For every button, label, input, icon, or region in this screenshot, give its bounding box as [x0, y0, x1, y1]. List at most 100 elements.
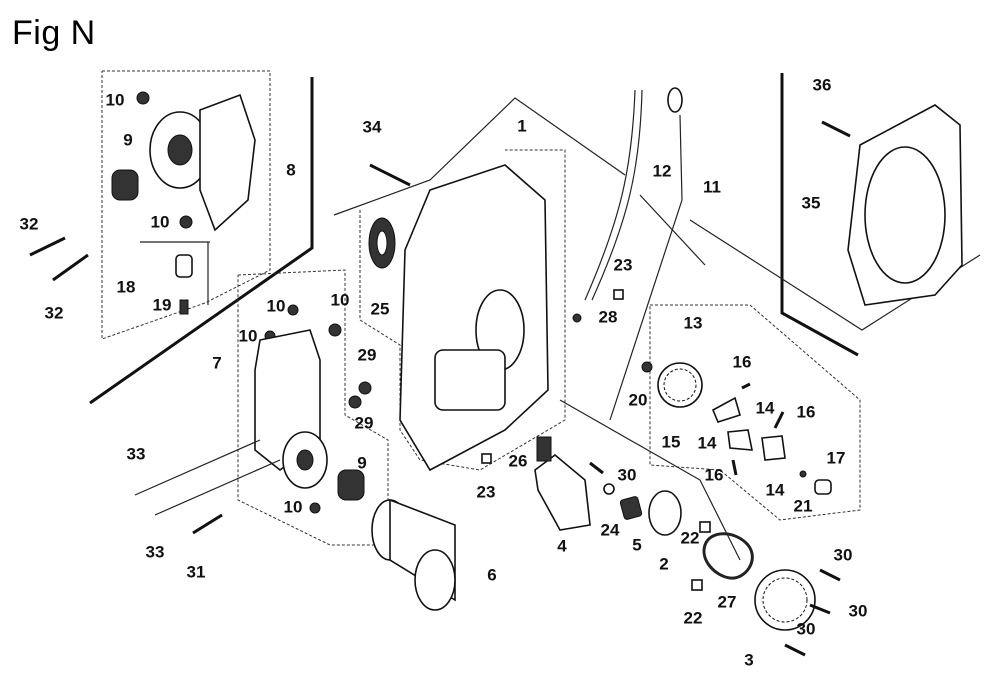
- callout-15: 15: [661, 432, 681, 452]
- plug-part: [179, 215, 193, 229]
- callout-10e: 10: [330, 290, 350, 310]
- oil-pressure-switch-part: [175, 254, 193, 278]
- callout-17: 17: [826, 448, 846, 468]
- callout-35: 35: [801, 193, 821, 213]
- pump-cover-part: [754, 569, 816, 631]
- callout-25: 25: [370, 299, 390, 319]
- dowel-23b-part: [481, 453, 492, 464]
- crankcase-cover-part: [399, 164, 549, 472]
- bolt-30c-part: [809, 603, 831, 615]
- callout-23: 23: [613, 255, 633, 275]
- slider-17-part: [814, 479, 832, 495]
- spring-5-part: [619, 496, 643, 520]
- callout-32b: 32: [44, 303, 64, 323]
- bolt-33-part-2: [154, 459, 281, 516]
- pin-part-3: [731, 459, 738, 476]
- parts: [29, 87, 963, 657]
- bolt-33-part: [134, 439, 261, 496]
- oil-seal-hole: [376, 230, 388, 256]
- oil-cooler-part: [254, 329, 328, 489]
- callout-16b: 16: [796, 402, 816, 422]
- callout-34: 34: [362, 117, 382, 137]
- callout-30c: 30: [848, 601, 868, 621]
- pin-part-2: [773, 411, 785, 429]
- callout-10b: 10: [150, 212, 170, 232]
- callout-16c: 16: [704, 465, 724, 485]
- callout-13: 13: [683, 313, 703, 333]
- dipstick-tube-edge: [591, 89, 643, 301]
- dipstick-part: [609, 114, 683, 421]
- plug-part: [309, 502, 321, 514]
- callout-14: 14: [755, 398, 775, 418]
- switch-tip-part: [179, 299, 189, 315]
- filter-housing-part: [534, 453, 591, 531]
- callout-30d: 30: [796, 619, 816, 639]
- callout-23b: 23: [476, 482, 496, 502]
- rotor-part: [648, 490, 682, 536]
- o-ring-27-part: [702, 532, 754, 580]
- callout-32: 32: [19, 214, 39, 234]
- callout-30: 30: [617, 465, 637, 485]
- bolt-34-part: [369, 163, 411, 187]
- bolt-31-part: [192, 513, 223, 535]
- washer-part: [358, 381, 372, 395]
- plug-part: [287, 304, 299, 316]
- callout-36: 36: [812, 75, 832, 95]
- callout-14b: 14: [697, 433, 717, 453]
- callout-1: 1: [517, 116, 527, 136]
- callout-11: 11: [703, 177, 721, 197]
- callout-28: 28: [598, 307, 618, 327]
- callout-20: 20: [628, 390, 648, 410]
- governor-group-box: [649, 304, 861, 521]
- bolt-30-part: [589, 461, 604, 475]
- callout-29b: 29: [354, 413, 374, 433]
- callout-33b: 33: [145, 542, 165, 562]
- callout-26: 26: [508, 451, 528, 471]
- callout-2: 2: [659, 554, 669, 574]
- weight-part-2: [727, 429, 753, 451]
- section-divider-right: [780, 73, 859, 357]
- callout-27: 27: [717, 592, 737, 612]
- cover-plate-bore: [864, 146, 946, 284]
- callout-14c: 14: [765, 480, 785, 500]
- figure-title: Fig N: [12, 14, 96, 52]
- callout-18: 18: [116, 277, 136, 297]
- filter-element-part-2: [337, 469, 365, 501]
- callout-33: 33: [126, 444, 146, 464]
- callout-7: 7: [212, 353, 222, 373]
- callout-24: 24: [600, 520, 620, 540]
- callout-12: 12: [652, 161, 672, 181]
- dowel-22-part: [699, 521, 711, 533]
- washer-20-part: [641, 361, 653, 373]
- crankcase-group-box: [359, 149, 566, 471]
- clip-21-part: [799, 470, 807, 478]
- spring-26-part: [536, 436, 552, 462]
- bolt-32-part: [29, 236, 66, 257]
- callout-8: 8: [286, 160, 296, 180]
- cooler-group-box: [237, 269, 389, 546]
- weight-part-3: [761, 435, 786, 461]
- filter-element-part: [111, 169, 139, 201]
- bolt-32-part-2: [52, 253, 89, 282]
- washer-part: [348, 395, 362, 409]
- dowel-23-part: [613, 289, 624, 300]
- breather-housing-part: [149, 93, 256, 232]
- bolt-30b-part: [819, 568, 841, 582]
- callout-19: 19: [152, 295, 172, 315]
- callout-22: 22: [680, 528, 700, 548]
- ball-part: [603, 483, 615, 495]
- callout-6: 6: [487, 565, 497, 585]
- pin-part: [741, 382, 751, 390]
- weight-part: [711, 396, 741, 423]
- o-ring-28-part: [572, 313, 582, 323]
- callout-10d: 10: [238, 326, 258, 346]
- callout-30b: 30: [833, 545, 853, 565]
- governor-gear-teeth: [663, 368, 697, 402]
- callout-5: 5: [632, 535, 642, 555]
- callout-22b: 22: [683, 608, 703, 628]
- dipstick-handle: [667, 87, 683, 113]
- dowel-22b-part: [691, 579, 703, 591]
- callout-10c: 10: [266, 296, 286, 316]
- cover-bracket: [333, 97, 626, 216]
